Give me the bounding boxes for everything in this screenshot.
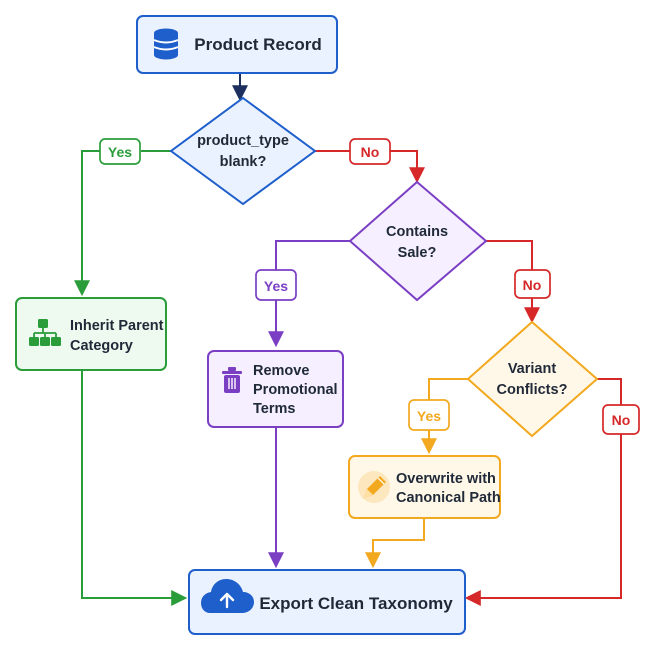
variant-conflicts-line2: Conflicts? (497, 382, 568, 398)
variant-yes-text: Yes (417, 408, 441, 424)
product-type-no-label: No (349, 138, 391, 165)
product-type-blank-decision[interactable]: product_type blank? (169, 96, 317, 206)
product-type-blank-line2: blank? (220, 154, 267, 170)
inherit-parent-category-line1: Inherit Parent (70, 318, 164, 334)
product-type-yes-text: Yes (108, 144, 132, 160)
variant-yes-label: Yes (408, 399, 450, 431)
hierarchy-icon (29, 319, 61, 346)
connector-variant-no-to-export (468, 378, 622, 598)
connector-overwrite-to-export (365, 518, 425, 569)
contains-sale-line2: Sale? (398, 245, 437, 261)
remove-promotional-terms-line1: Remove (253, 363, 309, 379)
connector-product-type-yes-to-inherit (82, 150, 171, 293)
contains-sale-decision[interactable]: Contains Sale? (348, 180, 488, 302)
contains-sale-no-text: No (523, 277, 542, 293)
database-icon (153, 28, 179, 60)
product-record-label: Product Record (194, 35, 322, 54)
variant-no-text: No (612, 412, 631, 428)
remove-promotional-terms-line3: Terms (253, 401, 295, 417)
variant-conflicts-decision[interactable]: Variant Conflicts? (466, 320, 599, 438)
trash-icon (222, 367, 242, 393)
inherit-parent-category-node[interactable]: Inherit Parent Category (15, 297, 167, 371)
overwrite-canonical-path-line2: Canonical Path (396, 490, 501, 506)
connector-variant-yes-to-overwrite (429, 378, 468, 451)
inherit-parent-category-line2: Category (70, 338, 133, 354)
connector-contains-sale-yes-to-remove (276, 240, 350, 344)
overwrite-canonical-path-line1: Overwrite with (396, 471, 496, 487)
product-type-yes-label: Yes (99, 138, 141, 165)
pencil-icon (358, 471, 390, 503)
contains-sale-yes-label: Yes (255, 269, 297, 301)
variant-conflicts-line1: Variant (508, 361, 557, 377)
connector-inherit-to-export (81, 370, 188, 606)
connectors (81, 74, 622, 606)
contains-sale-no-label: No (514, 269, 551, 299)
remove-promotional-terms-line2: Promotional (253, 382, 338, 398)
connector-product-type-no-to-contains-sale (315, 150, 417, 180)
product-type-no-text: No (361, 144, 380, 160)
export-clean-taxonomy-node[interactable]: Export Clean Taxonomy (188, 569, 466, 635)
product-record-node[interactable]: Product Record (136, 15, 338, 74)
overwrite-canonical-path-node[interactable]: Overwrite with Canonical Path (348, 455, 501, 519)
contains-sale-line1: Contains (386, 224, 448, 240)
connector-contains-sale-no-to-variant (486, 240, 532, 320)
variant-no-label: No (602, 404, 640, 435)
export-clean-taxonomy-label: Export Clean Taxonomy (259, 594, 453, 613)
remove-promotional-terms-node[interactable]: Remove Promotional Terms (207, 350, 344, 428)
cloud-upload-icon (201, 579, 254, 613)
contains-sale-yes-text: Yes (264, 278, 288, 294)
product-type-blank-line1: product_type (197, 133, 289, 149)
